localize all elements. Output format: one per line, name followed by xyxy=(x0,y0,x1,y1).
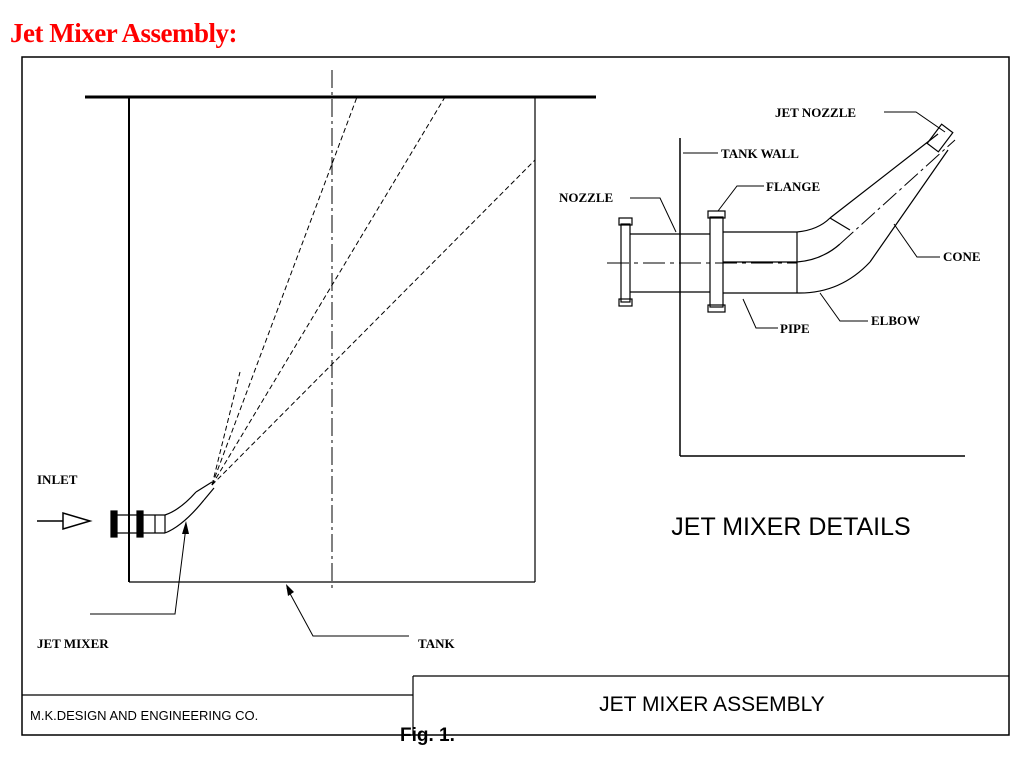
leader-arrowhead xyxy=(182,521,189,534)
inlet-label: INLET xyxy=(37,472,78,487)
details-title: JET MIXER DETAILS xyxy=(671,513,910,541)
leader-arrowhead xyxy=(286,584,294,596)
pipe-label: PIPE xyxy=(780,321,810,336)
cone-centerline xyxy=(839,139,956,245)
drawing-title: JET MIXER ASSEMBLY xyxy=(599,693,825,716)
jet-mixer-label: JET MIXER xyxy=(37,636,109,651)
elbow-label: ELBOW xyxy=(871,313,920,328)
figure-caption: Fig. 1. xyxy=(400,725,455,746)
tank-leader xyxy=(286,587,409,637)
jet-mixer-small xyxy=(110,481,215,538)
flange-label: FLANGE xyxy=(766,179,820,194)
detail-leaders xyxy=(630,111,946,329)
jet-nozzle-label: JET NOZZLE xyxy=(775,105,856,120)
drawing-frame xyxy=(21,56,1010,736)
inlet-arrow xyxy=(37,511,93,531)
jet-mixer-leader xyxy=(90,526,187,615)
page-heading: Jet Mixer Assembly: xyxy=(10,18,237,48)
company-name: M.K.DESIGN AND ENGINEERING CO. xyxy=(30,708,258,723)
tank-label: TANK xyxy=(418,636,455,651)
cone-label: CONE xyxy=(943,249,981,264)
tank-wall-label: TANK WALL xyxy=(721,146,799,161)
jet-spray-lines xyxy=(211,96,536,486)
nozzle-label: NOZZLE xyxy=(559,190,613,205)
